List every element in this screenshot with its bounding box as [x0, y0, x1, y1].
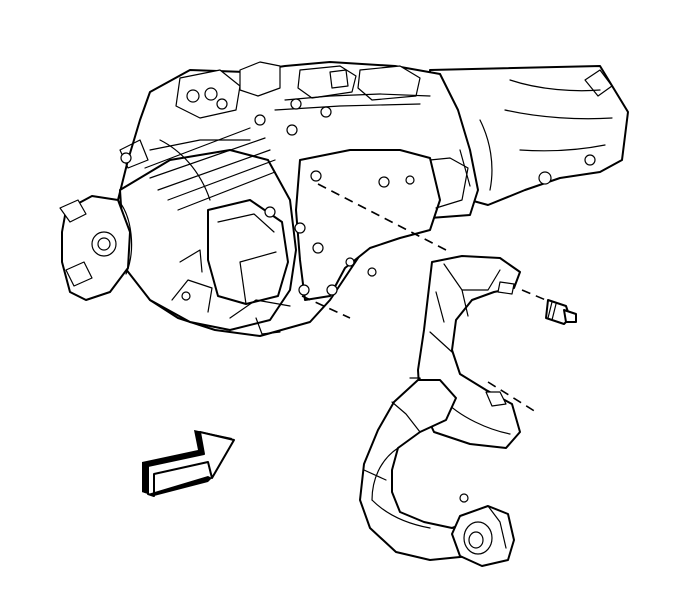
- mount-bracket-icon: [359, 255, 521, 567]
- transmission-assembly-icon: [59, 61, 629, 337]
- front-direction-arrow-icon: [142, 430, 235, 497]
- bolt-icon: [545, 299, 577, 325]
